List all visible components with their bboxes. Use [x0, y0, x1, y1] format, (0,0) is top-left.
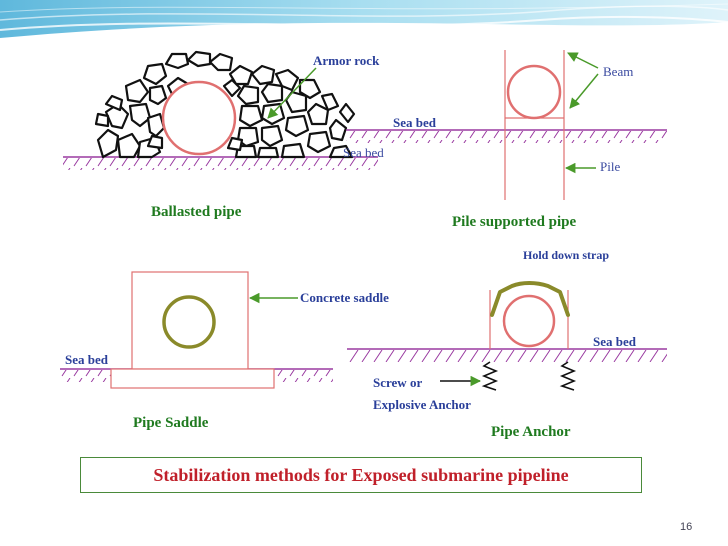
page-number: 16	[680, 521, 693, 533]
seabed-line-ballasted	[63, 156, 378, 170]
ballasted-pipe-figure	[63, 50, 378, 170]
label-sea-bed-4: Sea bed	[65, 352, 108, 367]
pile-supported-figure	[346, 50, 667, 200]
pipe-ballasted	[161, 80, 237, 156]
seabed-line-pile	[346, 129, 667, 143]
header-banner	[0, 0, 728, 38]
armor-rock-arrow	[267, 67, 317, 119]
pipe-anchor-figure	[347, 281, 667, 391]
label-sea-bed-2: Sea bed	[343, 145, 384, 160]
rock-outline-icon	[94, 50, 356, 159]
label-hold-down-strap: Hold down strap	[523, 248, 610, 262]
beam-arrow-top	[567, 52, 599, 69]
label-pile: Pile	[600, 159, 621, 174]
pipe-anchor	[502, 294, 556, 348]
hold-down-strap	[490, 281, 570, 317]
seabed-line-anchor	[347, 348, 667, 362]
screw-anchor-zigzag-icon-right	[559, 361, 577, 391]
label-concrete-saddle: Concrete saddle	[300, 290, 389, 305]
pipe-saddle	[162, 295, 216, 349]
label-sea-bed-1: Sea bed	[393, 115, 436, 130]
saddle-base	[110, 368, 275, 389]
title-pipe-saddle: Pipe Saddle	[133, 415, 209, 431]
pipe-saddle-figure	[60, 271, 333, 389]
screw-anchor-zigzag-icon-left	[481, 361, 499, 391]
slide-caption: Stabilization methods for Exposed submar…	[80, 457, 642, 493]
title-ballasted-pipe: Ballasted pipe	[151, 204, 242, 220]
label-screw-or: Screw or	[373, 375, 423, 390]
label-sea-bed-3: Sea bed	[593, 334, 636, 349]
label-explosive-anchor: Explosive Anchor	[373, 397, 471, 412]
label-beam: Beam	[603, 64, 634, 79]
pipe-pile-supported	[506, 64, 562, 120]
title-pipe-anchor: Pipe Anchor	[491, 424, 571, 440]
title-pile-supported-pipe: Pile supported pipe	[452, 214, 577, 230]
beam-arrow-bottom	[569, 73, 599, 109]
label-armor-rock: Armor rock	[313, 53, 380, 68]
